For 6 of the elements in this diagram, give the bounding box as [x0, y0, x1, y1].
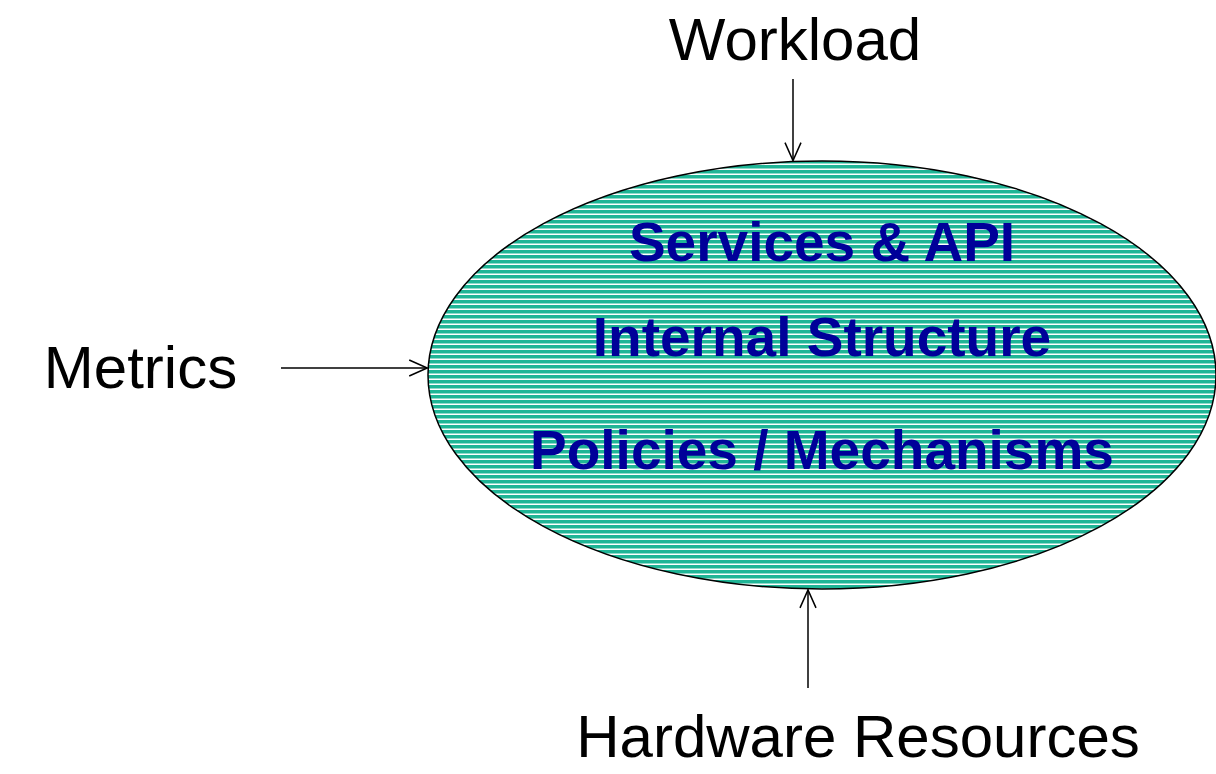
input-label: Workload: [600, 5, 990, 75]
arrow: [280, 359, 428, 377]
arrow: [799, 589, 817, 689]
arrow: [784, 78, 802, 162]
input-label: Hardware Resources: [500, 702, 1216, 772]
input-label: Metrics: [8, 333, 273, 403]
